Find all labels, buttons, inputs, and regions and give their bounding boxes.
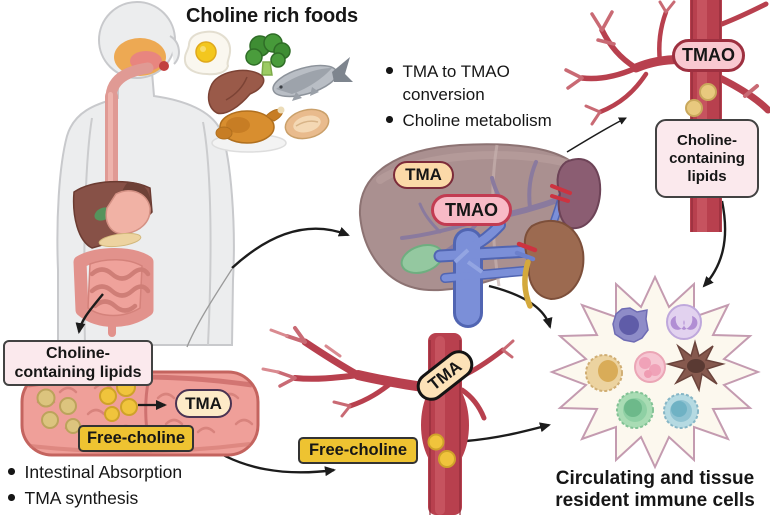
kidney-purple <box>556 158 602 230</box>
arrow-body-to-liver <box>231 227 350 269</box>
roasted-chicken-icon <box>211 106 287 153</box>
monocyte-cell <box>585 354 623 392</box>
systemic-choline-lipids-box: Choline-containing lipids <box>655 119 759 198</box>
lipid-dot <box>699 83 717 101</box>
fried-egg-icon <box>183 30 232 76</box>
choline-foods-icons <box>183 30 353 153</box>
bullet-tma-conversion: TMA to TMAO conversion <box>386 60 555 106</box>
intestine-tma-pill: TMA <box>175 389 232 418</box>
pancreas <box>98 232 142 248</box>
liver-bullet-list: TMA to TMAO conversion Choline metabolis… <box>386 60 555 135</box>
bullet-intestinal-absorption: Intestinal Absorption <box>8 461 240 484</box>
stomach <box>105 190 151 235</box>
fish-icon <box>272 57 353 101</box>
human-body-illustration <box>56 1 235 346</box>
kidneys <box>514 158 602 309</box>
dendritic-cell <box>665 339 726 393</box>
choline-rich-foods-title: Choline rich foods <box>186 5 358 27</box>
liver-food-icon <box>207 69 265 115</box>
macrophage-cell <box>612 307 649 343</box>
free-choline-dot <box>438 450 456 468</box>
portal-free-choline-box: Free-choline <box>298 437 418 464</box>
intestine-free-choline-box: Free-choline <box>78 425 194 452</box>
arrow-liver-to-systemic-vessel <box>566 117 627 153</box>
liver-tmao-pill: TMAO <box>431 194 512 226</box>
neutrophil-cell <box>666 304 702 340</box>
kidney-brown <box>523 220 585 301</box>
systemic-vessel-tmao-pill: TMAO <box>672 39 745 72</box>
arrow-intestine-to-lipids-box <box>75 293 104 334</box>
intestine-cross-section <box>20 370 260 457</box>
portal-blood-vessel <box>261 326 515 515</box>
broccoli-icon <box>245 33 291 76</box>
callout-leader-line <box>186 268 233 348</box>
flow-arrows <box>75 117 727 477</box>
nut-icon <box>284 108 330 140</box>
immune-cells-starburst <box>549 274 761 470</box>
t-cell <box>616 391 654 429</box>
arrow-portal-to-immune <box>465 422 551 443</box>
intestine-bullet-list: Intestinal Absorption TMA synthesis <box>8 461 240 513</box>
free-choline-dot <box>427 433 445 451</box>
arrow-lipids-to-immune <box>702 200 727 288</box>
intestines <box>73 248 154 337</box>
immune-cells-caption: Circulating and tissue resident immune c… <box>555 468 755 511</box>
basophil-cell <box>634 351 666 383</box>
ureter <box>522 259 533 309</box>
portal-vessel-branches <box>261 326 515 421</box>
lipid-dot <box>685 99 703 117</box>
bullet-tma-synthesis: TMA synthesis <box>8 487 240 510</box>
bullet-choline-metabolism: Choline metabolism <box>386 109 555 132</box>
intestine-choline-lipids-box: Choline-containing lipids <box>3 340 153 386</box>
b-cell <box>663 393 699 429</box>
liver-tma-pill: TMA <box>393 161 454 189</box>
